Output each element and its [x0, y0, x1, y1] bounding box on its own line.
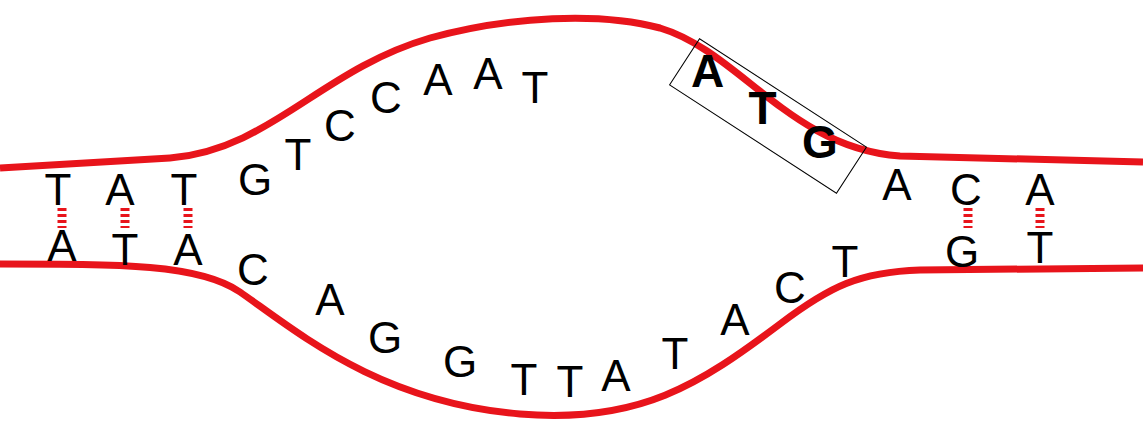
nucleotide-base: A — [105, 168, 134, 212]
bottom-strand — [0, 264, 1143, 416]
nucleotide-base: C — [324, 104, 356, 148]
top-strand — [0, 18, 1143, 168]
nucleotide-base: T — [662, 332, 689, 376]
nucleotide-base: A — [720, 298, 749, 342]
nucleotide-base: T — [832, 240, 859, 284]
codon-base: A — [691, 47, 724, 93]
nucleotide-base: T — [112, 228, 139, 272]
nucleotide-base: G — [238, 158, 272, 202]
nucleotide-base: C — [950, 168, 982, 212]
nucleotide-base: C — [370, 76, 402, 120]
nucleotide-base: G — [945, 230, 979, 274]
codon-base: T — [748, 85, 776, 131]
nucleotide-base: A — [882, 163, 911, 207]
nucleotide-base: C — [774, 266, 806, 310]
nucleotide-base: G — [368, 316, 402, 360]
nucleotide-base: A — [47, 224, 76, 268]
nucleotide-base: C — [237, 248, 269, 292]
nucleotide-base: A — [315, 278, 344, 322]
nucleotide-base: A — [601, 354, 630, 398]
nucleotide-base: A — [423, 58, 452, 102]
nucleotide-base: T — [557, 360, 584, 404]
nucleotide-base: T — [1027, 226, 1054, 270]
start-codon-box: ATG — [669, 38, 867, 194]
nucleotide-base: T — [511, 358, 538, 402]
nucleotide-base: A — [473, 52, 502, 96]
nucleotide-base: A — [173, 228, 202, 272]
nucleotide-base: T — [45, 168, 72, 212]
nucleotide-base: T — [171, 168, 198, 212]
hydrogen-bonds — [62, 208, 1040, 228]
nucleotide-base: G — [443, 340, 477, 384]
nucleotide-base: T — [285, 133, 312, 177]
codon-base: G — [802, 120, 838, 166]
nucleotide-base: A — [1025, 168, 1054, 212]
nucleotide-base: T — [522, 66, 549, 110]
